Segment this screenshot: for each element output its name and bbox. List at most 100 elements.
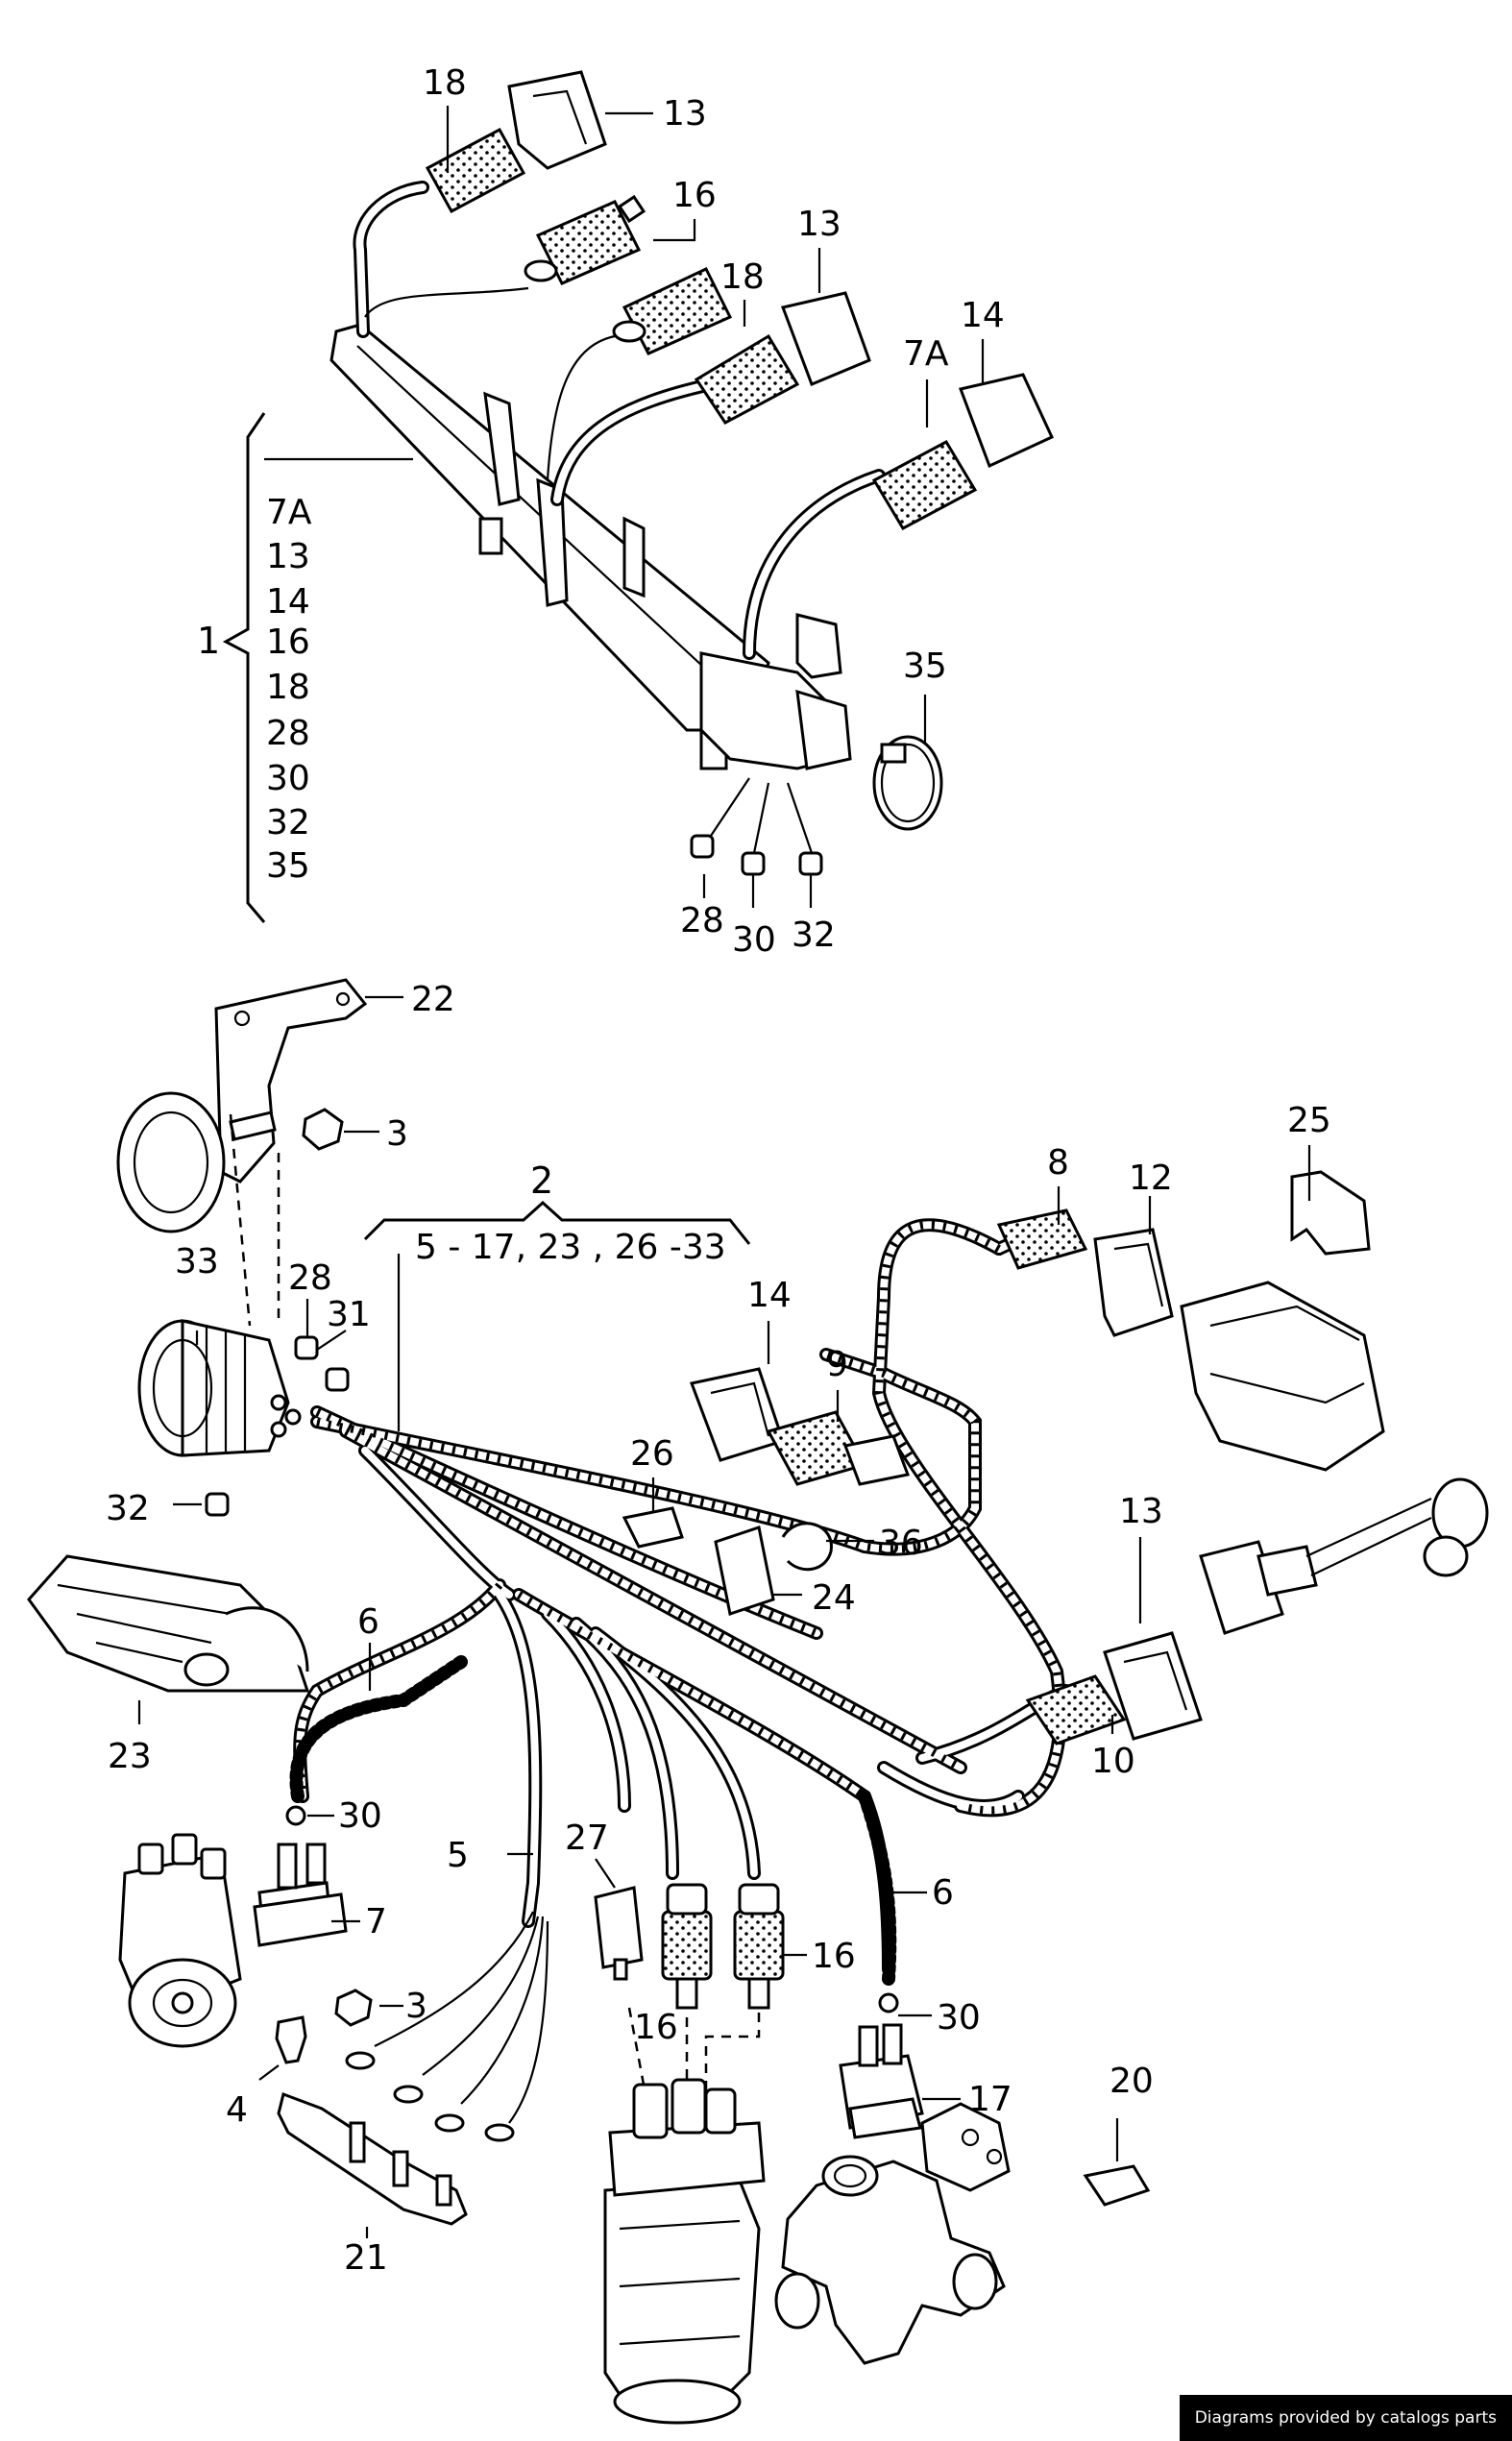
callout-14: 14 bbox=[961, 296, 1005, 335]
bracket-1-item-list: 7A 13 14 16 18 28 30 32 35 bbox=[266, 493, 312, 886]
callout-18: 18 bbox=[720, 257, 765, 297]
callout-6: 6 bbox=[357, 1602, 379, 1642]
connector-housing-12 bbox=[1093, 1228, 1174, 1337]
connector-boot-18-top bbox=[425, 127, 526, 214]
callout-4: 4 bbox=[226, 2090, 248, 2130]
bracket-1-item: 18 bbox=[266, 668, 310, 707]
callout-12: 12 bbox=[1129, 1159, 1173, 1198]
sensor-16-lower-right bbox=[733, 1883, 785, 2010]
callout-9: 9 bbox=[826, 1345, 848, 1384]
callout-3: 3 bbox=[386, 1114, 408, 1154]
cable-guide-24 bbox=[622, 1506, 833, 1616]
seal-30-right bbox=[878, 1992, 899, 2014]
connector-housing-14-upper bbox=[958, 373, 1054, 469]
upper-harness-assembly bbox=[329, 70, 1054, 876]
callout-28: 28 bbox=[288, 1258, 332, 1298]
blanking-plug-32 bbox=[798, 851, 823, 876]
bracket-1-item: 32 bbox=[266, 803, 310, 842]
callout-36: 36 bbox=[879, 1524, 923, 1563]
nut-3-lower bbox=[334, 1989, 373, 2027]
bolt-4 bbox=[275, 2015, 307, 2064]
callout-5: 5 bbox=[447, 1836, 469, 1875]
callout-30: 30 bbox=[732, 920, 776, 960]
sensor-16-lower-left bbox=[661, 1883, 713, 2010]
upper-leaders bbox=[222, 106, 985, 923]
callout-30: 30 bbox=[937, 1998, 981, 2038]
bracket-25 bbox=[1290, 1170, 1371, 1256]
blanking-plug-31 bbox=[325, 1367, 350, 1392]
bracket-1-item: 7A bbox=[266, 493, 312, 532]
lower-leaders bbox=[137, 1145, 1311, 2238]
nut-3-upper bbox=[302, 1108, 344, 1151]
connector-13-lower bbox=[1103, 1631, 1203, 1741]
blanking-plug-32 bbox=[205, 1492, 230, 1517]
ground-strip-21 bbox=[258, 1989, 468, 2226]
callout-16: 16 bbox=[634, 2008, 678, 2047]
callout-26: 26 bbox=[630, 1434, 674, 1474]
callout-7: 7 bbox=[365, 1902, 387, 1941]
blanking-plug-30 bbox=[741, 851, 766, 876]
bracket-2-number: 2 bbox=[530, 1159, 553, 1202]
bracket-1-item: 35 bbox=[266, 846, 310, 886]
callout-13: 13 bbox=[663, 94, 707, 134]
bracket-1-item: 13 bbox=[266, 537, 310, 576]
connector-boot-8 bbox=[996, 1208, 1088, 1270]
credit-banner: Diagrams provided by catalogs parts bbox=[1179, 2395, 1512, 2441]
multi-pin-connector-33 bbox=[137, 1319, 302, 1457]
blanking-plug-28 bbox=[690, 834, 715, 859]
callout-31: 31 bbox=[327, 1295, 371, 1334]
main-harness-wires bbox=[293, 1218, 1073, 2142]
callout-6: 6 bbox=[932, 1873, 954, 1913]
connector-housing-13-top bbox=[507, 70, 607, 170]
callout-23: 23 bbox=[108, 1737, 152, 1776]
callout-20: 20 bbox=[1110, 2062, 1154, 2101]
callout-28: 28 bbox=[680, 901, 724, 940]
sensor-7 bbox=[253, 1843, 348, 1947]
bracket-1-item: 14 bbox=[266, 582, 310, 622]
coolant-flange bbox=[774, 2102, 1011, 2365]
callout-3: 3 bbox=[405, 1987, 427, 2026]
callout-27: 27 bbox=[565, 1819, 609, 1858]
control-unit bbox=[1180, 1281, 1385, 1472]
callout-35: 35 bbox=[903, 647, 947, 686]
callout-10: 10 bbox=[1091, 1742, 1135, 1781]
callout-13: 13 bbox=[1119, 1492, 1163, 1531]
connector-boot-18-right bbox=[694, 333, 800, 425]
bracket-1-item: 28 bbox=[266, 714, 310, 753]
distributor-cap bbox=[118, 1833, 242, 2048]
connector-boot-10 bbox=[1025, 1674, 1127, 1745]
bracket-1-item: 16 bbox=[266, 622, 310, 662]
callout-8: 8 bbox=[1047, 1143, 1069, 1183]
callout-13: 13 bbox=[797, 205, 841, 244]
seal-30-left bbox=[285, 1805, 306, 1826]
clip-20 bbox=[1083, 2164, 1151, 2207]
connector-27 bbox=[594, 1886, 644, 1981]
callout-7a: 7A bbox=[903, 334, 949, 374]
bracket-1-item: 30 bbox=[266, 759, 310, 798]
sensor-with-lead bbox=[1199, 1477, 1489, 1635]
callout-25: 25 bbox=[1287, 1101, 1331, 1140]
callout-32: 32 bbox=[106, 1489, 150, 1528]
connector-boot-7a bbox=[871, 440, 978, 530]
bracket-2-range: 5 - 17, 23 , 26 -33 bbox=[415, 1228, 726, 1267]
callout-14: 14 bbox=[747, 1276, 792, 1315]
blanking-plug-28 bbox=[294, 1335, 319, 1360]
callout-21: 21 bbox=[344, 2238, 388, 2278]
callout-24: 24 bbox=[812, 1578, 856, 1618]
callout-32: 32 bbox=[792, 915, 836, 955]
sensor-18-middle bbox=[622, 267, 733, 355]
callout-16: 16 bbox=[812, 1937, 856, 1976]
bracket-1-number: 1 bbox=[197, 620, 220, 662]
ignition-coil bbox=[603, 2007, 766, 2425]
callout-16: 16 bbox=[672, 176, 717, 215]
sensor-17 bbox=[839, 2023, 924, 2139]
callout-30: 30 bbox=[338, 1796, 382, 1836]
callout-18: 18 bbox=[423, 63, 467, 103]
connector-housing-13-right bbox=[780, 291, 871, 386]
connector-14-lower bbox=[689, 1367, 785, 1462]
cover-23 bbox=[27, 1554, 310, 1693]
mounting-bracket-22 bbox=[116, 978, 403, 1233]
callout-17: 17 bbox=[968, 2080, 1012, 2119]
callout-22: 22 bbox=[411, 980, 455, 1019]
